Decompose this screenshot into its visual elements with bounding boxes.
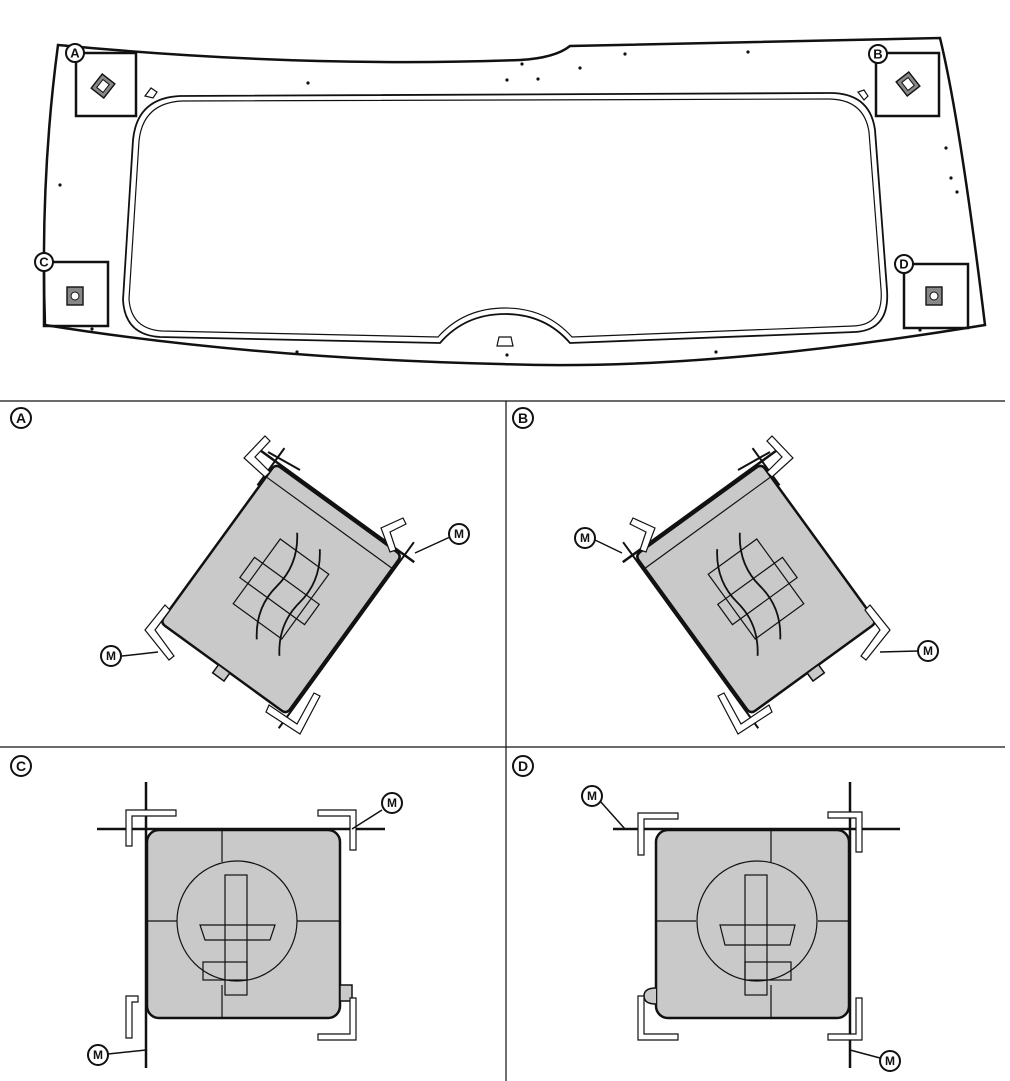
panel-outline — [42, 36, 987, 367]
detail-a: A M M — [10, 407, 470, 735]
detail-d-marker-1: M — [587, 789, 597, 803]
detail-grid — [0, 400, 1005, 1081]
clip-icon-b — [895, 71, 921, 97]
clip-icon-c — [66, 286, 84, 306]
detail-d: D M M — [512, 755, 901, 1072]
fastener-holes — [58, 50, 959, 357]
center-tab — [496, 336, 514, 347]
clip-icon-a — [90, 73, 116, 99]
callout-d-label: D — [899, 257, 908, 272]
detail-c-label: C — [16, 758, 26, 774]
detail-a-label: A — [16, 410, 26, 426]
detail-b: B M M — [512, 407, 939, 735]
detail-a-marker-1: M — [454, 527, 464, 541]
callout-a-label: A — [70, 46, 80, 61]
overview-box-a: A — [65, 43, 138, 118]
detail-d-label: D — [518, 758, 528, 774]
detail-d-marker-2: M — [885, 1054, 895, 1068]
tailgate-panel-overview: A B C — [34, 36, 987, 367]
detail-c: C M M — [10, 755, 403, 1068]
detail-b-label: B — [518, 410, 528, 426]
window-opening-outer — [122, 92, 889, 344]
window-opening-inner — [128, 98, 882, 338]
detail-c-marker-1: M — [387, 796, 397, 810]
latch-right — [857, 89, 869, 101]
callout-b-label: B — [873, 47, 882, 62]
clip-icon-d — [925, 286, 943, 306]
detail-b-marker-1: M — [580, 531, 590, 545]
detail-b-marker-2: M — [923, 644, 933, 658]
callout-c-label: C — [39, 255, 49, 270]
latch-left — [143, 87, 158, 99]
overview-box-c: C — [34, 252, 110, 328]
detail-a-marker-2: M — [106, 649, 116, 663]
overview-box-b: B — [868, 44, 941, 118]
overview-box-d: D — [894, 254, 970, 330]
detail-c-marker-2: M — [93, 1048, 103, 1062]
